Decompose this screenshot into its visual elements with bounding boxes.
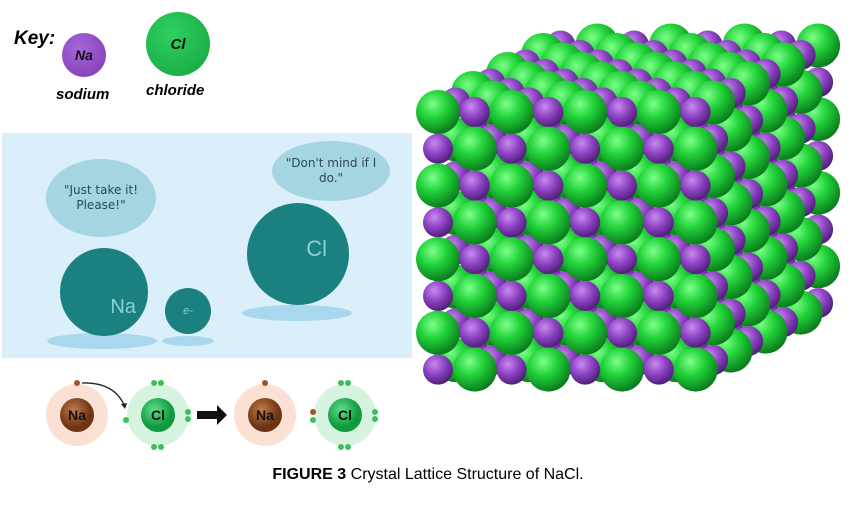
sodium-label: sodium xyxy=(56,86,110,103)
sodium-ion-sphere xyxy=(680,317,711,348)
chloride-ion-sphere xyxy=(416,90,460,134)
cartoon-panel: "Just take it! Please!" "Don't mind if I… xyxy=(2,133,412,358)
chloride-ion-sphere xyxy=(452,274,497,318)
chloride-ion-sphere xyxy=(526,274,571,318)
chloride-ion-sphere xyxy=(673,274,718,318)
sodium-ion-sphere xyxy=(423,354,453,385)
sodium-ion-sphere xyxy=(643,207,674,238)
cl-character-label: Cl xyxy=(306,236,327,261)
cl-character: Cl xyxy=(247,203,349,305)
chloride-ion-sphere xyxy=(563,310,608,355)
caption-text: Crystal Lattice Structure of NaCl. xyxy=(346,466,584,483)
sodium-ion-sphere xyxy=(570,133,601,164)
sodium-ion-sphere xyxy=(496,354,527,385)
chloride-key-ball: Cl xyxy=(146,12,210,76)
sodium-key-ball: Na xyxy=(62,33,106,77)
sodium-ion-sphere xyxy=(607,97,637,127)
chloride-ion-sphere xyxy=(489,90,534,134)
arrow-icon xyxy=(197,405,227,425)
cl-speech-bubble: "Don't mind if I do." xyxy=(272,141,390,201)
sodium-ion-sphere xyxy=(680,244,711,275)
na-atom-label: Na xyxy=(68,407,86,423)
sodium-ion-sphere xyxy=(423,207,453,238)
sodium-ion-sphere xyxy=(643,133,674,164)
chloride-ion-sphere xyxy=(673,126,718,171)
na-ion-label: Na xyxy=(256,407,274,423)
sodium-ion-sphere xyxy=(607,170,637,201)
chloride-ion-sphere xyxy=(489,163,534,208)
sodium-ion-sphere xyxy=(570,281,601,311)
chloride-ion-sphere xyxy=(673,347,718,392)
sodium-ion-sphere xyxy=(607,244,637,275)
chloride-ion-sphere xyxy=(600,200,644,245)
sodium-ion-sphere xyxy=(423,281,453,311)
sodium-ion-sphere xyxy=(533,317,564,348)
cl-atom-label: Cl xyxy=(151,407,165,423)
electron-label: e- xyxy=(183,305,193,317)
sodium-ion-sphere xyxy=(680,97,711,127)
sodium-ion-sphere xyxy=(459,170,490,201)
na-speech-bubble: "Just take it! Please!" xyxy=(46,159,156,237)
chloride-ion-sphere xyxy=(526,200,571,245)
sodium-key-symbol: Na xyxy=(75,47,93,63)
chloride-label: chloride xyxy=(146,82,205,99)
nacl-crystal-lattice xyxy=(416,23,841,392)
sodium-ion-sphere xyxy=(643,354,674,385)
sodium-ion-sphere xyxy=(533,97,564,127)
chloride-key-symbol: Cl xyxy=(170,35,186,53)
sodium-ion-sphere xyxy=(496,281,527,311)
chloride-ion-sphere xyxy=(452,347,497,392)
key-title: Key: xyxy=(14,28,56,49)
electron-transfer-diagram: Na Cl Na Cl xyxy=(46,380,378,450)
chloride-ion-sphere xyxy=(636,310,681,355)
figure-caption: FIGURE 3 Crystal Lattice Structure of Na… xyxy=(0,466,856,484)
chloride-ion-sphere xyxy=(600,347,644,392)
chloride-ion-sphere xyxy=(600,126,644,171)
sodium-ion-sphere xyxy=(496,207,527,238)
sodium-ion-sphere xyxy=(423,133,453,164)
chloride-ion-sphere xyxy=(416,237,460,282)
sodium-ion-sphere xyxy=(643,281,674,311)
chloride-ion-sphere xyxy=(489,310,534,355)
sodium-ion-sphere xyxy=(680,170,711,201)
chloride-ion-sphere xyxy=(636,90,681,134)
caption-label: FIGURE 3 xyxy=(272,466,347,483)
sodium-ion-sphere xyxy=(459,244,490,275)
sodium-ion-sphere xyxy=(459,97,490,127)
sodium-ion-sphere xyxy=(533,170,564,201)
sodium-ion-sphere xyxy=(459,317,490,348)
chloride-ion-sphere xyxy=(526,126,571,171)
sodium-ion-sphere xyxy=(570,207,601,238)
chloride-ion-sphere xyxy=(673,200,718,245)
chloride-ion-sphere xyxy=(416,163,460,208)
chloride-ion-sphere xyxy=(563,90,608,134)
chloride-ion-sphere xyxy=(416,310,460,355)
electron-character: e- xyxy=(165,288,211,334)
chloride-ion-sphere xyxy=(636,237,681,282)
sodium-ion-sphere xyxy=(533,244,564,275)
chloride-ion-sphere xyxy=(600,274,644,318)
chloride-ion-sphere xyxy=(563,237,608,282)
na-character-label: Na xyxy=(110,295,136,318)
chloride-ion-sphere xyxy=(563,163,608,208)
sodium-ion-sphere xyxy=(570,354,601,385)
chloride-ion-sphere xyxy=(452,200,497,245)
sodium-ion-sphere xyxy=(607,317,637,348)
sodium-ion-sphere xyxy=(496,133,527,164)
chloride-ion-sphere xyxy=(489,237,534,282)
chloride-ion-sphere xyxy=(526,347,571,392)
cl-ion-label: Cl xyxy=(338,407,352,423)
chloride-ion-sphere xyxy=(636,163,681,208)
chloride-ion-sphere xyxy=(452,126,497,171)
na-character: Na xyxy=(60,248,148,336)
